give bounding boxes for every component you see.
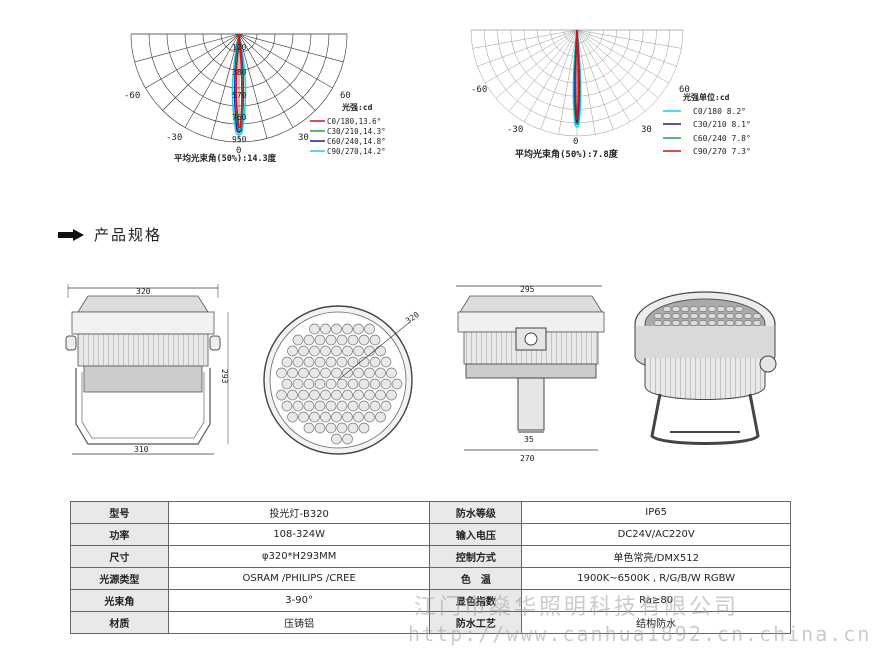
spec-value: OSRAM /PHILIPS /CREE: [167, 567, 431, 590]
unit-label-left: 光强:cd: [341, 102, 373, 112]
section-title: 产品规格: [94, 226, 163, 244]
angle-label-p60: 60: [340, 91, 351, 101]
table-row: 材质压铸铝防水工艺结构防水: [70, 611, 791, 634]
legend-left: C0/180,13.6° C30/210,14.3° C60/240,14.8°…: [310, 117, 386, 156]
spec-value: 108-324W: [167, 523, 431, 546]
unit-label-right: 光强单位:cd: [682, 92, 730, 102]
curve-c0: [235, 33, 243, 129]
spec-label: 光源类型: [70, 567, 169, 590]
legend-right: C0/180 8.2° C30/210 8.1° C60/240 7.8° C9…: [663, 107, 751, 156]
angle-label-p30: 30: [298, 133, 309, 143]
angle-label-p30: 30: [641, 125, 652, 135]
legend-item: C60/240,14.8°: [327, 137, 386, 146]
dim-front-bottom: 310: [134, 445, 149, 454]
polar-ticks-left: 120 380 570 760 950: [232, 43, 247, 144]
spec-label: 色 温: [429, 567, 523, 590]
led-lenses: [276, 323, 403, 445]
side-view-drawing: 295 35 270: [456, 285, 605, 463]
legend-item: C0/180,13.6°: [327, 117, 381, 126]
beam-angle-text-left: 平均光束角(50%):14.3度: [174, 153, 277, 164]
dim-side-small: 35: [524, 435, 534, 444]
spec-label: 控制方式: [429, 545, 523, 568]
curve-c60: [233, 33, 245, 133]
spec-value: 结构防水: [521, 611, 791, 634]
angle-label-m30: -30: [507, 125, 523, 135]
angle-label-zero: 0: [236, 146, 241, 156]
dim-front-side: 293: [220, 369, 229, 384]
tick-570: 570: [232, 91, 247, 100]
tick-120: 120: [232, 43, 247, 52]
dim-side-bottom: 270: [520, 454, 535, 463]
dim-round-dia: 320: [404, 310, 421, 326]
spec-label: 功率: [70, 523, 169, 546]
spec-value: 单色常亮/DMX512: [521, 545, 791, 568]
polar-curves-right: [572, 29, 582, 128]
spec-label: 输入电压: [429, 523, 523, 546]
curve-c30: [234, 33, 244, 131]
tick-760: 760: [232, 113, 247, 122]
polar-diagram-left: 120 380 570 760 950 -60 -30 60 30 0 光强:c…: [124, 33, 386, 164]
angle-label-m30: -30: [166, 133, 182, 143]
spec-value: Ra≥80: [521, 589, 791, 612]
spec-value: 压铸铝: [167, 611, 431, 634]
dim-front-top: 320: [136, 287, 151, 296]
tick-380: 380: [232, 68, 247, 77]
angle-label-p60: 60: [679, 85, 690, 95]
angle-label-m60: -60: [124, 91, 140, 101]
spec-label: 防水工艺: [429, 611, 523, 634]
curve-c90: [231, 33, 247, 136]
arrow-right-icon: [58, 228, 84, 241]
spec-label: 尺寸: [70, 545, 169, 568]
angle-label-m60: -60: [471, 85, 487, 95]
legend-item: C90/270,14.2°: [327, 147, 386, 156]
front-view-drawing: 320 293 310: [65, 284, 229, 455]
polar-diagram-right: -60 -30 60 30 0 光强单位:cd C0/180 8.2° C30/…: [470, 29, 751, 160]
legend-item: C90/270 7.3°: [693, 147, 751, 156]
beam-angle-text-right: 平均光束角(50%):7.8度: [515, 148, 619, 160]
spec-label: 型号: [70, 501, 169, 524]
spec-value: 1900K~6500K , R/G/B/W RGBW: [521, 567, 791, 590]
legend-item: C0/180 8.2°: [693, 107, 746, 116]
dim-side-top: 295: [520, 285, 535, 294]
spec-value: IP65: [521, 501, 791, 524]
spec-value: φ320*H293MM: [167, 545, 431, 568]
legend-item: C30/210,14.3°: [327, 127, 386, 136]
section-heading: 产品规格: [58, 224, 162, 245]
spec-label: 防水等级: [429, 501, 523, 524]
legend-item: C60/240 7.8°: [693, 134, 751, 143]
led-array-drawing: 320: [263, 305, 421, 455]
perspective-view-drawing: [634, 291, 777, 445]
spec-label: 材质: [70, 611, 169, 634]
angle-label-zero: 0: [573, 137, 578, 147]
polar-curves-left: [231, 33, 247, 136]
tick-950: 950: [232, 135, 247, 144]
spec-value: DC24V/AC220V: [521, 523, 791, 546]
legend-item: C30/210 8.1°: [693, 120, 751, 129]
spec-label: 显色指数: [429, 589, 523, 612]
spec-value: 3-90°: [167, 589, 431, 612]
spec-label: 光束角: [70, 589, 169, 612]
spec-value: 投光灯-B320: [167, 501, 431, 524]
